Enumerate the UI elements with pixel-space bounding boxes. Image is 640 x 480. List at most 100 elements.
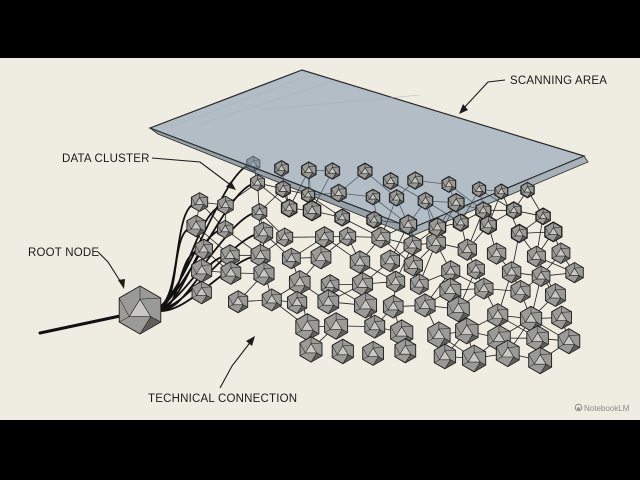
icosahedron-node-icon: [394, 338, 417, 364]
icosahedron-node-icon: [362, 340, 385, 366]
icosahedron-node-icon: [453, 213, 469, 232]
icosahedron-node-icon: [301, 186, 316, 203]
icosahedron-node-icon: [310, 245, 332, 270]
icosahedron-node-icon: [486, 242, 507, 265]
icosahedron-node-icon: [275, 180, 291, 198]
icosahedron-node-icon: [191, 280, 212, 305]
icosahedron-node-icon: [409, 273, 429, 296]
icosahedron-node-icon: [317, 289, 340, 315]
icosahedron-node-icon: [433, 343, 457, 370]
icosahedron-node-icon: [281, 198, 298, 218]
icosahedron-node-icon: [551, 305, 573, 330]
icosahedron-node-icon: [325, 162, 340, 180]
letterbox-top: [0, 0, 640, 58]
icosahedron-node-icon: [217, 195, 234, 215]
icosahedron-node-icon: [380, 249, 401, 273]
icosahedron-node-icon: [501, 261, 522, 284]
arrow-pointer-icon: [219, 339, 253, 389]
root-node-label: ROOT NODE: [28, 247, 99, 259]
icosahedron-node-icon: [520, 181, 535, 198]
icosahedron-node-icon: [334, 208, 350, 227]
icosahedron-node-icon: [220, 260, 242, 285]
icosahedron-node-icon: [288, 269, 311, 295]
icosahedron-node-icon: [557, 328, 581, 355]
icosahedron-node-icon: [357, 162, 373, 180]
icosahedron-node-icon: [511, 224, 528, 243]
icosahedron-node-icon: [281, 247, 301, 270]
icosahedron-node-icon: [330, 183, 347, 203]
icosahedron-node-icon: [315, 226, 334, 248]
icosahedron-node-icon: [389, 189, 404, 207]
arrow-pointer-icon: [461, 79, 506, 111]
root-input-cable: [38, 314, 122, 335]
annotation-arrowheads: [118, 104, 468, 346]
icosahedron-node-icon: [403, 254, 424, 277]
root-node-icon: [118, 285, 162, 335]
icosahedron-node-icon: [354, 292, 378, 319]
icosahedron-node-icon: [320, 274, 340, 296]
notebooklm-logo-icon: [574, 403, 583, 412]
icosahedron-node-icon: [261, 288, 282, 312]
root-node-shape: [118, 285, 162, 335]
technical-connection-label: TECHNICAL CONNECTION: [148, 393, 297, 405]
icosahedron-node-icon: [474, 277, 494, 300]
icosahedron-node-icon: [531, 265, 551, 288]
watermark: NotebookLM: [574, 403, 630, 413]
icosahedron-node-icon: [253, 261, 275, 286]
icosahedron-node-icon: [526, 245, 546, 268]
icosahedron-node-icon: [386, 270, 406, 293]
icosahedron-node-icon: [253, 221, 274, 245]
icosahedron-node-icon: [472, 181, 487, 198]
icosahedron-node-icon: [495, 339, 520, 368]
icosahedron-node-icon: [466, 258, 485, 280]
arrow-pointer-icon: [97, 251, 123, 285]
icosahedron-node-icon: [287, 290, 308, 315]
icosahedron-node-icon: [447, 295, 470, 323]
arrow-pointer-icon: [151, 157, 233, 187]
icosahedron-node-icon: [447, 193, 465, 213]
icosahedron-node-icon: [250, 174, 266, 192]
icosahedron-node-icon: [403, 234, 422, 256]
icosahedron-node-icon: [303, 200, 322, 221]
icosahedron-node-icon: [365, 188, 381, 206]
icosahedron-node-icon: [426, 231, 446, 254]
icosahedron-node-icon: [301, 161, 317, 180]
icosahedron-node-icon: [565, 261, 584, 284]
icosahedron-node-icon: [441, 260, 461, 283]
icosahedron-node-icon: [194, 238, 214, 260]
icosahedron-node-icon: [217, 219, 234, 239]
icosahedron-node-icon: [457, 238, 478, 261]
icosahedron-node-icon: [366, 211, 382, 229]
data-cluster-label: DATA CLUSTER: [62, 153, 150, 165]
icosahedron-node-icon: [399, 214, 418, 235]
root-cable: [153, 228, 227, 311]
letterbox-bottom: [0, 420, 640, 480]
icosahedron-node-icon: [382, 294, 404, 319]
icosahedron-node-icon: [371, 226, 391, 249]
icosahedron-node-icon: [190, 192, 209, 212]
icosahedron-node-icon: [331, 338, 354, 365]
icosahedron-node-icon: [494, 183, 509, 200]
icosahedron-node-icon: [480, 215, 497, 235]
icosahedron-node-icon: [506, 201, 522, 220]
icosahedron-node-icon: [528, 346, 553, 375]
scanning-area-label: SCANNING AREA: [510, 75, 607, 87]
icosahedron-node-icon: [414, 293, 436, 318]
icosahedron-node-icon: [349, 250, 371, 274]
icosahedron-node-icon: [545, 282, 566, 307]
icosahedron-node-icon: [339, 226, 357, 247]
icosahedron-node-icon: [510, 279, 531, 304]
icosahedron-node-icon: [251, 202, 268, 222]
icosahedron-node-icon: [364, 314, 386, 339]
icosahedron-node-icon: [417, 192, 434, 210]
icosahedron-node-icon: [383, 172, 399, 190]
watermark-text: NotebookLM: [584, 404, 630, 413]
icosahedron-node-icon: [441, 176, 457, 193]
icosahedron-node-icon: [535, 207, 551, 225]
icosahedron-node-icon: [544, 221, 563, 242]
icosahedron-node-icon: [455, 317, 479, 345]
icosahedron-node-icon: [228, 290, 249, 314]
icosahedron-node-icon: [274, 160, 289, 177]
icosahedron-node-icon: [276, 227, 294, 248]
